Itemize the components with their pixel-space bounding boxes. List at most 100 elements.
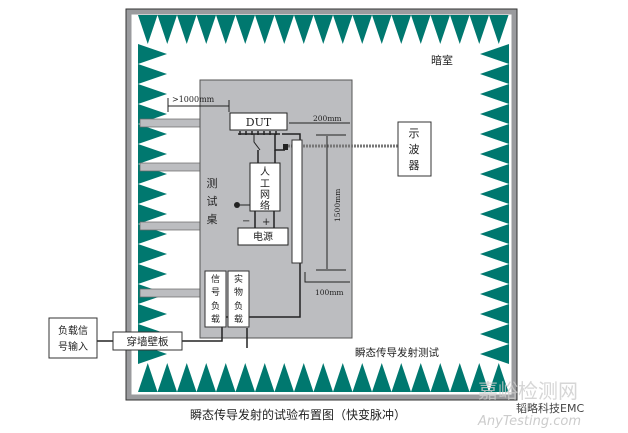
absorber-cone [138,84,167,104]
dim-200-label: 200mm [313,114,342,123]
physical-load-box [227,270,250,328]
absorber-cone [274,15,294,44]
absorber-cone [372,15,392,44]
absorber-cones [138,15,509,392]
absorber-cone [489,363,509,392]
chamber-outline [125,8,518,401]
absorber-cone [196,15,216,44]
plus-sign: + [262,217,270,228]
svg-text:负载信: 负载信 [58,324,88,337]
oscilloscope-label: 示 波 器 [409,127,420,172]
dim-100-label: 100mm [315,288,344,297]
table-supports [139,118,203,298]
physical-load-label: 实 物 负 载 [234,273,243,325]
absorber-cone [430,363,450,392]
absorber-cone [480,244,509,264]
wall-panel-label: 穿墙壁板 [127,335,169,348]
ground-strip [291,139,303,264]
watermark-site: 嘉峪检测网 [478,379,578,403]
dut-box [229,112,288,131]
absorber-cone [333,363,353,392]
absorber-cone [480,284,509,304]
svg-text:号输入: 号输入 [58,340,88,353]
svg-text:器: 器 [409,159,420,172]
absorber-cone [138,363,158,392]
absorber-cone [235,363,255,392]
signal-load-label: 信 号 负 载 [211,273,220,325]
svg-text:载: 载 [234,313,243,325]
watermark-url: AnyTesting.com [477,414,581,429]
absorber-cone [138,124,167,144]
absorber-cone [480,184,509,204]
svg-text:桌: 桌 [207,213,218,226]
absorber-cone [480,44,509,64]
signal-load-box [204,270,227,328]
absorber-cone [372,363,392,392]
absorber-cone [138,44,167,64]
svg-text:载: 载 [211,313,220,325]
absorber-cone [138,15,158,44]
oscilloscope-box [397,121,432,177]
load-signal-input-label: 负载信 号输入 [58,324,88,353]
absorber-cone [480,124,509,144]
absorber-cone [196,363,216,392]
minus-sign: − [242,216,250,227]
absorber-cone [480,144,509,164]
dim-1500-label: 1500mm [333,189,342,222]
absorber-cone [138,144,167,164]
absorber-cone [411,363,431,392]
absorber-cone [138,264,167,284]
svg-text:实: 实 [234,273,243,285]
absorber-cone [480,104,509,124]
chamber-label: 暗室 [431,53,453,67]
absorber-cone [480,164,509,184]
absorber-cone [469,363,489,392]
svg-text:信: 信 [211,273,220,285]
absorber-cone [469,15,489,44]
absorber-cone [391,363,411,392]
cable-wall-panel [182,327,223,342]
absorber-cone [157,15,177,44]
absorber-cone [480,204,509,224]
absorber-cone [138,204,167,224]
svg-text:测: 测 [207,177,218,190]
absorber-cone [480,224,509,244]
power-supply-box [237,227,289,246]
absorber-cone [480,64,509,84]
absorber-cone [480,84,509,104]
absorber-cone [157,363,177,392]
svg-text:人: 人 [260,166,270,178]
absorber-cone [138,184,167,204]
absorber-cone [333,15,353,44]
svg-text:物: 物 [234,286,243,298]
absorber-cone [489,15,509,44]
absorber-cone [216,363,236,392]
wall-panel-box [112,331,183,351]
svg-text:号: 号 [211,287,220,298]
dut-label: DUT [246,116,272,129]
svg-text:负: 负 [211,300,220,312]
absorber-cone [216,15,236,44]
absorber-cone [450,363,470,392]
absorber-cone [255,363,275,392]
caption: 瞬态传导发射的试验布置图（快变脉冲） [190,407,406,422]
absorber-cone [313,363,333,392]
absorber-cone [391,15,411,44]
test-table-label: 测 试 桌 [207,177,218,226]
absorber-cone [352,363,372,392]
svg-text:试: 试 [207,195,218,208]
test-name-label: 瞬态传导发射测试 [355,346,439,359]
absorber-cone [480,264,509,284]
absorber-cone [313,15,333,44]
absorber-cone [138,244,167,264]
watermark-brand: 韬略科技EMC [516,401,584,415]
absorber-cone [255,15,275,44]
svg-text:负: 负 [234,300,243,312]
svg-text:网: 网 [260,189,270,201]
absorber-cone [274,363,294,392]
load-signal-input-box [48,317,98,359]
power-supply-label: 电源 [253,230,273,243]
absorber-cone [450,15,470,44]
